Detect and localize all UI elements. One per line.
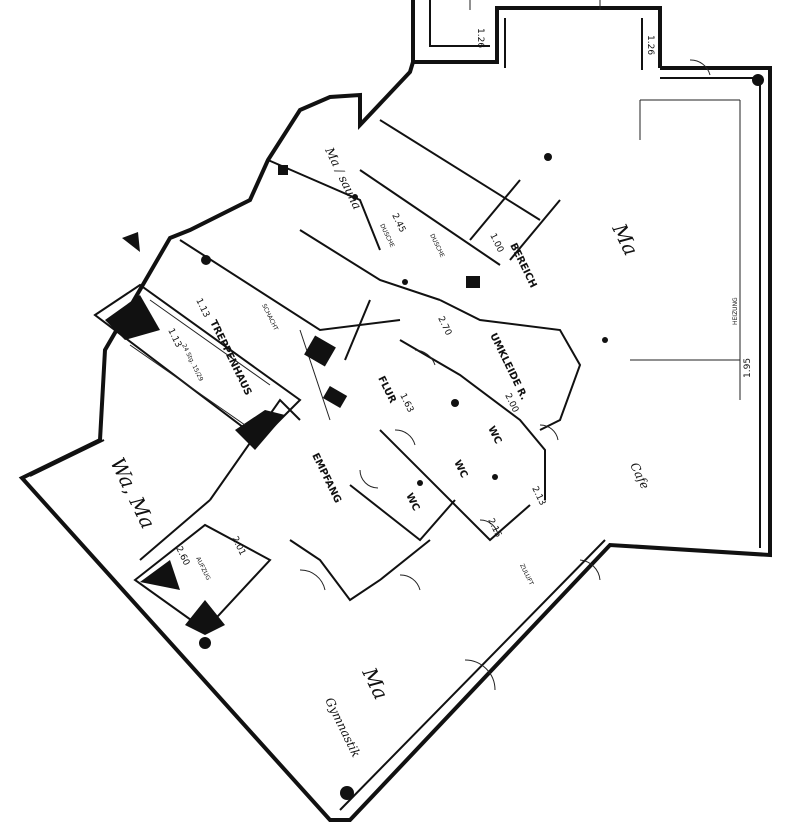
dim-13: 2.15 (485, 517, 503, 539)
stairwell (93, 283, 302, 450)
north-appendix-walls (411, 0, 662, 70)
label-zuluft: ZULUFT (518, 563, 534, 587)
handwritten-ma-south: Ma (357, 663, 393, 704)
label-aufzug: AUFZUG (194, 556, 211, 582)
dim-10: 2.45 (389, 212, 407, 234)
dim-9: 1.00 (487, 232, 505, 255)
column-icon (752, 74, 764, 86)
dim-2: 1.13 (165, 327, 183, 349)
dim-5: 1.63 (397, 392, 415, 414)
column-icon (201, 255, 211, 265)
room-label-empfang: EMPFANG (309, 451, 343, 504)
label-dusche: DUSCHE (378, 223, 395, 249)
dim-11: 2.70 (435, 315, 453, 338)
label-schacht: SCHACHT (260, 303, 279, 332)
column-icon (602, 337, 608, 343)
columns (199, 74, 764, 800)
dim-14: 1.95 (743, 358, 753, 378)
column-icon (352, 194, 358, 200)
column-icon (544, 153, 552, 161)
shafts (278, 165, 480, 409)
column-icon (199, 637, 211, 649)
dim-4: 2.01 (229, 535, 247, 557)
column-icon (340, 786, 354, 800)
dim-1: 1.13 (193, 297, 211, 319)
column-icon (402, 279, 408, 285)
room-label-wc-3: WC (403, 491, 421, 512)
room-label-flur: FLUR (375, 374, 398, 405)
elevator-shaft (133, 523, 272, 635)
dim-7: 1.26 (475, 28, 485, 48)
direction-arrow-icon (122, 232, 140, 252)
interior-walls (139, 99, 741, 602)
doors (299, 59, 711, 691)
label-treppe-note: 24 Stg. 15/29 (180, 343, 204, 383)
handwritten-ma-east: Ma (607, 219, 643, 260)
dim-8: 1.26 (645, 35, 655, 55)
handwritten-note-north: Ma / sauna (322, 144, 364, 211)
room-label-treppenhaus: TREPPENHAUS (207, 318, 253, 397)
room-label-bereich: BEREICH (507, 241, 538, 289)
handwritten-ma-west: Wa, Ma (106, 454, 161, 533)
handwritten-note-east: Cafe (627, 460, 652, 491)
room-label-umkleide: UMKLEIDE R. (487, 331, 529, 401)
dim-3: 2.60 (173, 545, 191, 568)
column-icon (492, 474, 498, 480)
label-dusche-2: DUSCHE (428, 233, 445, 259)
room-label-wc-2: WC (451, 458, 469, 479)
room-label-wc-1: WC (485, 424, 503, 445)
column-icon (417, 480, 423, 486)
handwritten-note-south: Gymnastik (322, 695, 363, 759)
column-icon (451, 399, 459, 407)
exterior-walls (18, 61, 772, 822)
label-heizung: HEIZUNG (732, 297, 739, 325)
